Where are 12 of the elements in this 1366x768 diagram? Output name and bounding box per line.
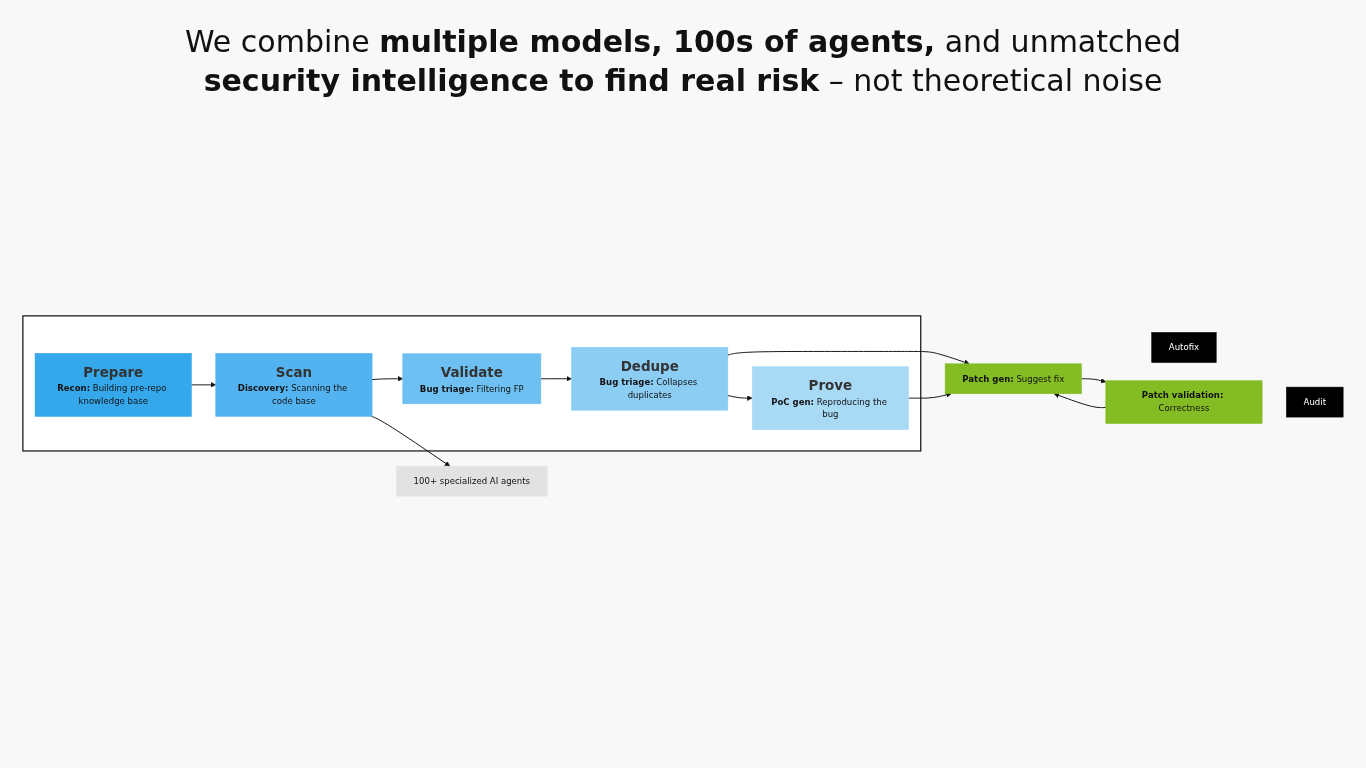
node-box: Audit [1286,386,1344,418]
node-box: Autofix [1151,332,1217,363]
node-box: Prove PoC gen: Reproducing the bug [751,366,909,430]
node-box: Scan Discovery: Scanning the code base [215,353,373,417]
node-box: Patch validation: Correctness [1105,380,1263,424]
node-box: Validate Bug triage: Filtering FP [402,353,542,405]
node-box: Dedupe Bug triage: Collapses duplicates [571,347,729,411]
title: We combine multiple models, 100s of agents, and unmatched security intelligence to find real risk – not theoretical noise [183,23,1183,100]
cluster [22,315,922,452]
node-box: 100+ specialized AI agents [396,465,548,497]
node-box: Patch gen: Suggest fix [944,363,1082,394]
node-box: Prepare Recon: Building pre-repo knowledge base [34,353,192,417]
